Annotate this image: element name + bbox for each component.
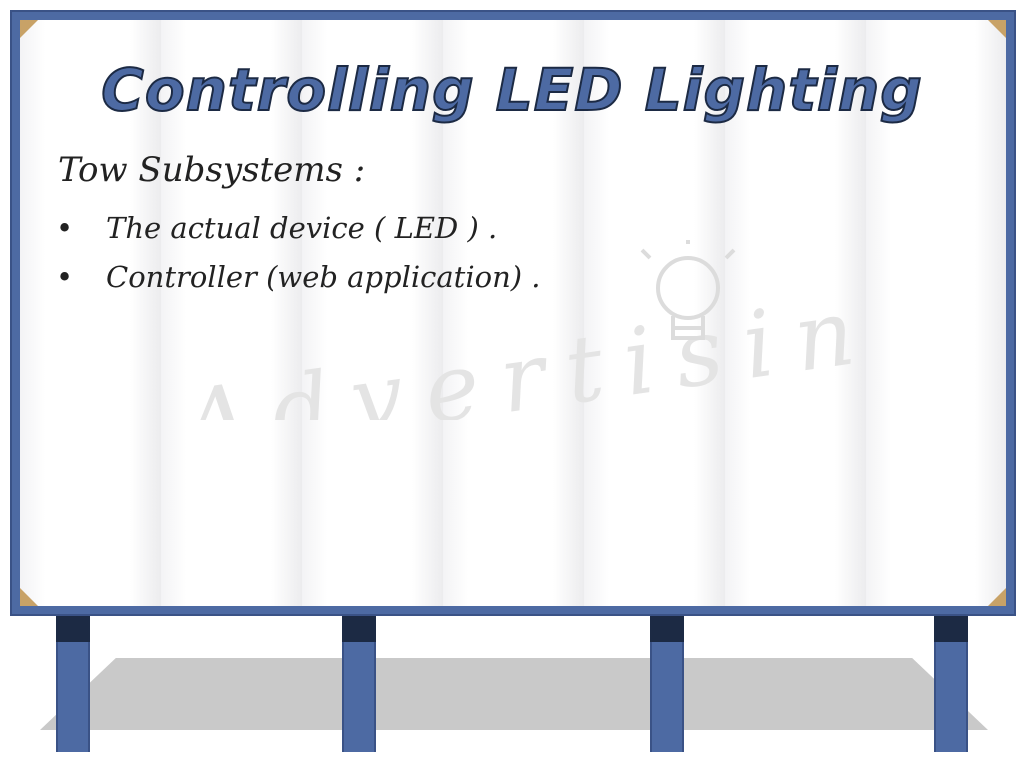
- bullet-marker: •: [56, 260, 74, 294]
- corner-tab: [988, 588, 1006, 606]
- bullet-marker: •: [56, 211, 74, 245]
- paper-sheet: [443, 20, 584, 606]
- paper-sheet: [161, 20, 302, 606]
- lightbulb-icon: [640, 240, 736, 340]
- billboard-panel: [20, 20, 1006, 606]
- paper-sheet: [866, 20, 1006, 606]
- bullet-item: • The actual device ( LED ) .: [56, 206, 541, 255]
- paper-sheet: [725, 20, 866, 606]
- corner-tab: [20, 20, 38, 38]
- corner-tab: [988, 20, 1006, 38]
- watermark-advertising: Advertising: [169, 240, 868, 420]
- bullet-item: • Controller (web application) .: [56, 255, 541, 304]
- billboard-leg: [342, 612, 376, 752]
- billboard-leg: [56, 612, 90, 752]
- billboard-leg: [934, 612, 968, 752]
- paper-sheet: [20, 20, 161, 606]
- ground-shadow: [40, 658, 988, 730]
- paper-sheet: [302, 20, 443, 606]
- billboard-leg: [650, 612, 684, 752]
- bullet-text: The actual device ( LED ) .: [106, 211, 498, 245]
- corner-tab: [20, 588, 38, 606]
- bullet-text: Controller (web application) .: [106, 260, 541, 294]
- slide-title: Controlling LED Lighting: [100, 55, 923, 125]
- slide-subtitle: Tow Subsystems :: [58, 150, 366, 190]
- bullet-list: • The actual device ( LED ) . • Controller…: [56, 206, 541, 304]
